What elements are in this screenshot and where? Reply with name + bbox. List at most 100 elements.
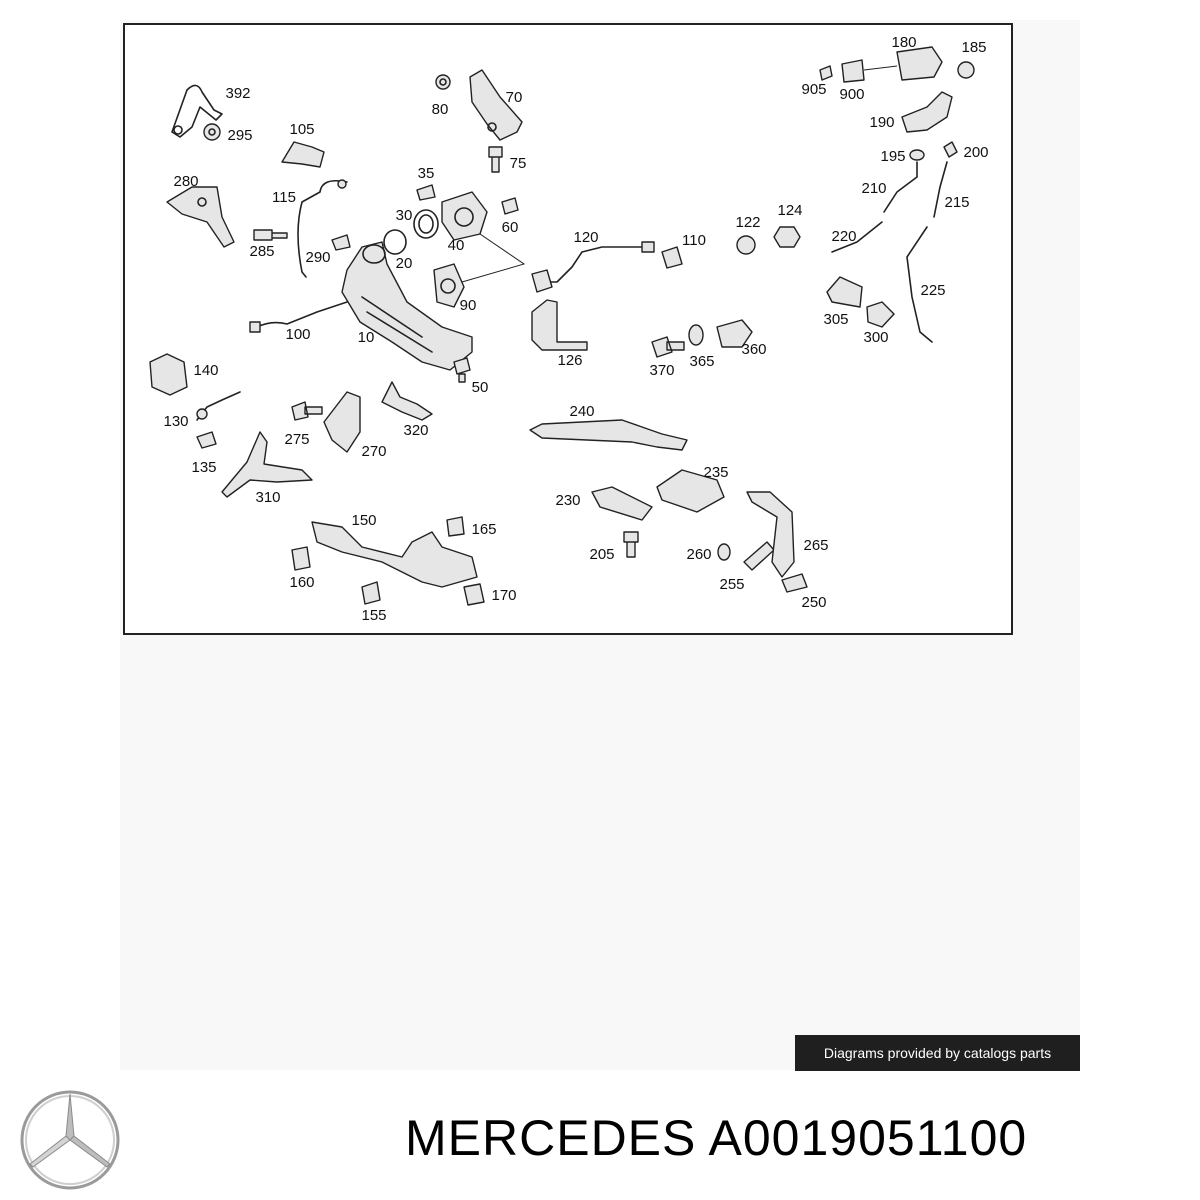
bolt-275: [291, 401, 323, 421]
callout-label-150: 150: [351, 512, 376, 529]
bolt-60: [501, 197, 519, 215]
callout-label-60: 60: [502, 219, 519, 236]
bolt-205: [623, 531, 639, 558]
plate-255: [743, 541, 775, 571]
callout-label-280: 280: [173, 173, 198, 190]
callout-label-160: 160: [289, 574, 314, 591]
callout-label-300: 300: [863, 329, 888, 346]
page-title: MERCEDES A0019051100: [405, 1110, 1028, 1166]
callout-label-320: 320: [403, 422, 428, 439]
connector-900: [841, 59, 865, 83]
clip-170: [463, 583, 485, 606]
bolt-370: [651, 336, 685, 358]
clip-135: [196, 431, 217, 449]
mercedes-star-logo: [20, 1090, 120, 1190]
callout-label-195: 195: [880, 148, 905, 165]
gasket-90: [433, 263, 465, 308]
plate-230: [591, 486, 653, 521]
callout-label-240: 240: [569, 403, 594, 420]
bolt-50: [453, 357, 471, 383]
callout-label-215: 215: [944, 194, 969, 211]
washer-365: [688, 324, 704, 346]
callout-label-270: 270: [361, 443, 386, 460]
pipe-215: [933, 161, 948, 218]
callout-label-50: 50: [472, 379, 489, 396]
callout-label-180: 180: [891, 34, 916, 51]
pipe-220: [831, 221, 883, 253]
sensor-120: [536, 246, 643, 283]
bracket-70: [469, 69, 523, 141]
bolt-290: [331, 234, 351, 251]
bracket-265: [746, 491, 795, 578]
callout-label-10: 10: [358, 329, 375, 346]
callout-label-360: 360: [741, 341, 766, 358]
bracket-320: [381, 381, 433, 421]
gasket-20: [383, 229, 407, 255]
callout-label-140: 140: [193, 362, 218, 379]
pipe-210: [883, 161, 918, 213]
bracket-270: [323, 391, 361, 453]
bolt-75: [488, 146, 503, 173]
callout-label-200: 200: [963, 144, 988, 161]
bracket-310: [221, 431, 313, 498]
callout-label-190: 190: [869, 114, 894, 131]
callout-label-20: 20: [396, 255, 413, 272]
bracket-392: [171, 84, 223, 138]
callout-label-265: 265: [803, 537, 828, 554]
flange-40: [441, 191, 488, 241]
callout-label-90: 90: [460, 297, 477, 314]
bracket-300: [866, 301, 895, 328]
bracket-280: [166, 186, 235, 248]
callout-label-285: 285: [249, 243, 274, 260]
grommet-122: [736, 235, 756, 255]
callout-label-305: 305: [823, 311, 848, 328]
bracket-240: [529, 419, 688, 451]
callout-label-900: 900: [839, 86, 864, 103]
callout-label-165: 165: [471, 521, 496, 538]
nut-124: [773, 226, 801, 248]
callout-label-120: 120: [573, 229, 598, 246]
bolt-285: [253, 229, 288, 241]
sensor-180: [896, 46, 943, 81]
nut-295: [203, 123, 221, 141]
callout-label-155: 155: [361, 607, 386, 624]
callout-label-260: 260: [686, 546, 711, 563]
converter-10: [341, 241, 473, 371]
callout-label-205: 205: [589, 546, 614, 563]
callout-label-70: 70: [506, 89, 523, 106]
callout-label-130: 130: [163, 413, 188, 430]
callout-label-310: 310: [255, 489, 280, 506]
callout-label-230: 230: [555, 492, 580, 509]
callout-label-122: 122: [735, 214, 760, 231]
callout-label-30: 30: [396, 207, 413, 224]
bolt-35: [416, 184, 436, 201]
sensor-line-115: [297, 179, 348, 278]
part-360: [716, 319, 753, 348]
clip-165: [446, 516, 465, 537]
clip-155: [361, 581, 381, 605]
plate-235: [656, 469, 725, 513]
clip-105: [281, 141, 325, 168]
clamp-30: [413, 209, 439, 239]
callout-label-235: 235: [703, 464, 728, 481]
bracket-305: [826, 276, 863, 308]
holder-126: [531, 299, 588, 351]
callout-label-220: 220: [831, 228, 856, 245]
callout-label-35: 35: [418, 165, 435, 182]
callout-label-115: 115: [272, 189, 296, 206]
clip-250: [781, 573, 808, 593]
callout-label-250: 250: [801, 594, 826, 611]
callout-label-105: 105: [289, 121, 314, 138]
bracket-190: [901, 91, 953, 133]
callout-label-80: 80: [432, 101, 449, 118]
bracket-150: [311, 521, 478, 588]
connector-200: [943, 141, 958, 158]
callout-label-100: 100: [285, 326, 310, 343]
callout-label-135: 135: [191, 459, 216, 476]
callout-label-295: 295: [227, 127, 252, 144]
callout-label-185: 185: [961, 39, 986, 56]
washer-80: [435, 74, 451, 90]
sensor-100: [256, 301, 348, 328]
